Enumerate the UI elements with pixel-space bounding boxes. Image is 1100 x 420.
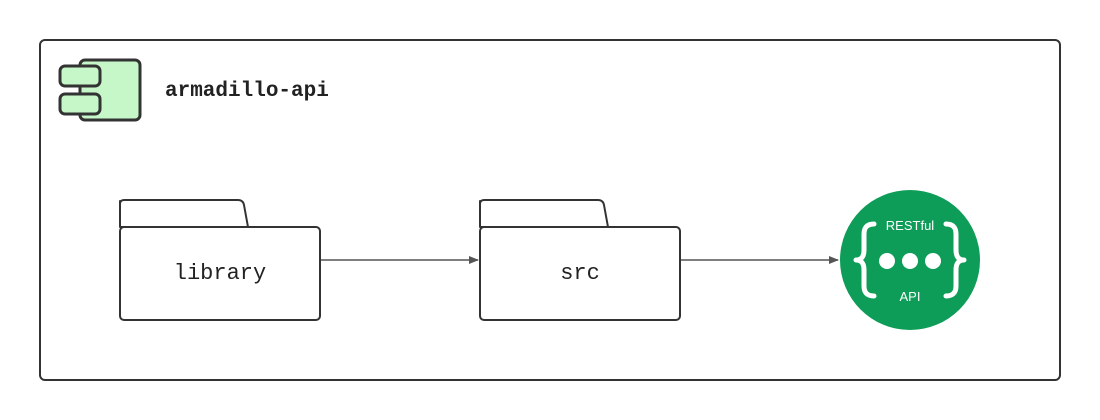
folder-icon xyxy=(119,199,249,228)
folder-src[interactable]: src xyxy=(479,199,681,321)
api-top-label: RESTful xyxy=(886,218,935,233)
dot-icon xyxy=(925,253,941,269)
folder-label-src: src xyxy=(560,261,600,286)
dot-icon xyxy=(902,253,918,269)
component-icon xyxy=(58,58,142,122)
container-title: armadillo-api xyxy=(165,80,329,103)
dot-icon xyxy=(879,253,895,269)
folder-icon xyxy=(479,199,609,228)
api-bottom-label: API xyxy=(900,289,921,304)
left-brace-icon xyxy=(853,221,877,299)
folder-label-library: library xyxy=(174,261,266,286)
restful-api-icon[interactable]: RESTful API xyxy=(840,190,980,330)
folder-library[interactable]: library xyxy=(119,199,321,321)
right-brace-icon xyxy=(943,221,967,299)
